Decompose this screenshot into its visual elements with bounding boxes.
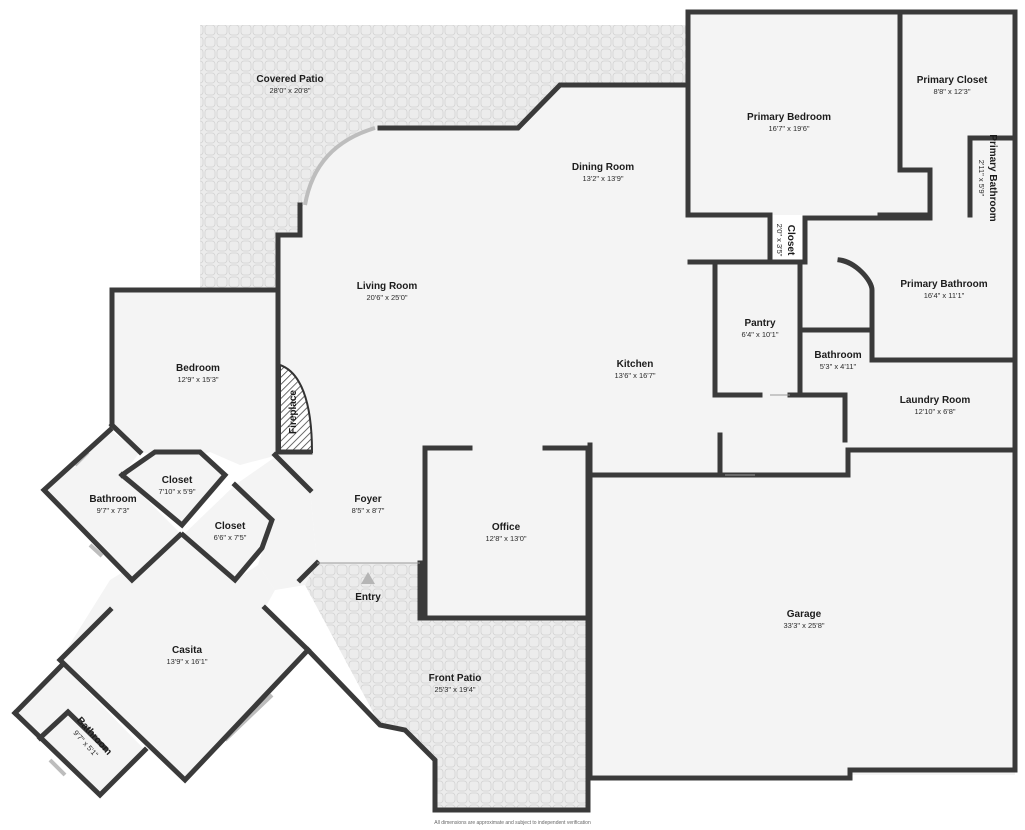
room-name: Kitchen <box>617 359 654 370</box>
room-name: Foyer <box>354 494 381 505</box>
room-name: Closet <box>785 225 796 256</box>
room-name: Primary Closet <box>917 75 988 86</box>
room-dimensions: 12'8" x 13'0" <box>485 534 526 543</box>
room-name: Bedroom <box>176 363 220 374</box>
room-label-entry: Entry <box>355 592 381 603</box>
covered-patio-area <box>200 25 688 290</box>
room-dimensions: 13'6" x 16'7" <box>614 371 655 380</box>
front-patio-area <box>305 563 588 810</box>
room-name: Covered Patio <box>256 74 323 85</box>
room-name: Dining Room <box>572 162 634 173</box>
room-dimensions: 6'4" x 10'1" <box>742 330 779 339</box>
room-dimensions: 8'8" x 12'3" <box>934 87 971 96</box>
room-name: Primary Bedroom <box>747 112 831 123</box>
room-name: Living Room <box>357 281 418 292</box>
room-dimensions: 12'9" x 15'3" <box>177 375 218 384</box>
room-name: Fireplace <box>288 390 299 434</box>
room-name: Laundry Room <box>900 395 971 406</box>
room-dimensions: 2'11" x 5'9" <box>977 160 986 197</box>
room-dimensions: 25'3" x 19'4" <box>434 685 475 694</box>
room-dimensions: 7'10" x 5'9" <box>159 487 196 496</box>
room-dimensions: 13'2" x 13'9" <box>582 174 623 183</box>
room-name: Pantry <box>744 318 776 329</box>
room-dimensions: 20'6" x 25'0" <box>366 293 407 302</box>
room-dimensions: 9'7" x 7'3" <box>97 506 130 515</box>
room-dimensions: 13'9" x 16'1" <box>166 657 207 666</box>
room-dimensions: 12'10" x 6'8" <box>914 407 955 416</box>
entry-arrow-icon <box>361 572 375 584</box>
room-dimensions: 16'4" x 11'1" <box>924 291 965 300</box>
thresholds <box>317 394 790 564</box>
disclaimer: All dimensions are approximate and subje… <box>434 820 591 826</box>
room-name: Bathroom <box>814 350 861 361</box>
room-name: Closet <box>215 521 246 532</box>
room-dimensions: 8'5" x 8'7" <box>352 506 385 515</box>
room-dimensions: 6'6" x 7'5" <box>214 533 247 542</box>
room-dimensions: 2'0" x 3'5" <box>775 224 784 257</box>
room-name: Casita <box>172 645 202 656</box>
room-dimensions: 33'3" x 25'8" <box>783 621 824 630</box>
room-dimensions: 16'7" x 19'6" <box>768 124 809 133</box>
room-label-fireplace: Fireplace <box>288 390 299 434</box>
room-name: Front Patio <box>429 673 482 684</box>
walls <box>11 9 1018 813</box>
room-name: Bathroom <box>89 494 136 505</box>
room-dimensions: 28'0" x 20'8" <box>269 86 310 95</box>
room-dimensions: 5'3" x 4'11" <box>820 362 857 371</box>
room-name: Primary Bathroom <box>987 134 998 221</box>
room-name: Entry <box>355 592 381 603</box>
room-name: Closet <box>162 475 193 486</box>
room-name: Office <box>492 522 521 533</box>
room-name: Garage <box>787 609 822 620</box>
room-name: Primary Bathroom <box>900 279 987 290</box>
